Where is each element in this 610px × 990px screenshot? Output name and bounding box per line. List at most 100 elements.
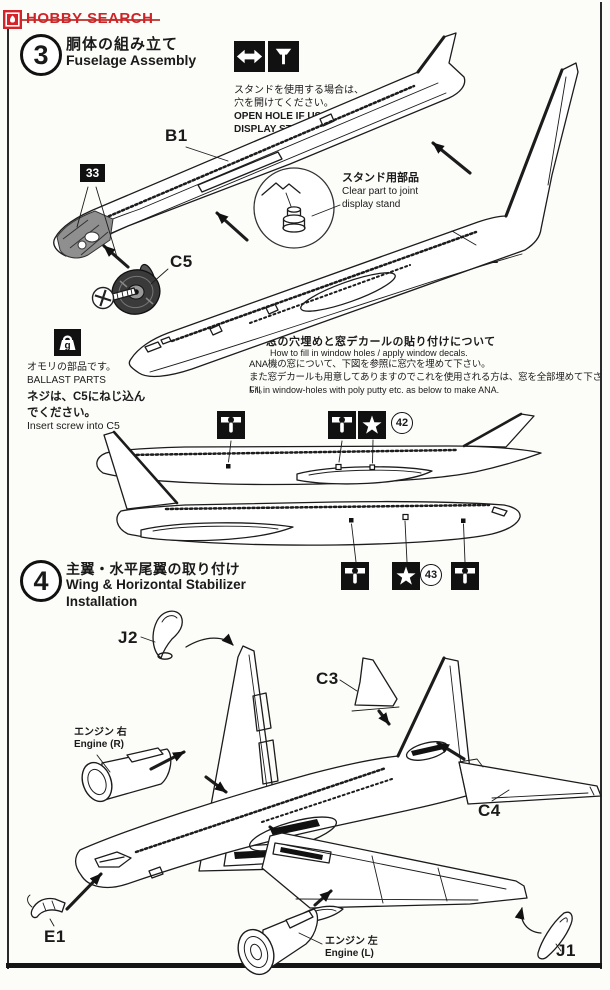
arrow-c3: [377, 709, 391, 726]
leader-b1: [185, 146, 229, 162]
stand-note-en2: DISPLAY STAND: [234, 124, 313, 135]
stand-note-jp2: 穴を開けてください。: [234, 98, 334, 109]
ballast-en1: BALLAST PARTS: [27, 375, 106, 386]
leader-c3: [339, 679, 358, 692]
fuselage-assembly-illustration: [53, 32, 579, 378]
step-4-digit: 4: [33, 565, 49, 596]
step-3-title-jp: 胴体の組み立て: [66, 36, 179, 53]
stabilizer-slot: [411, 744, 444, 756]
leader-decal-33: [76, 186, 118, 258]
engine-left-en: Engine (L): [325, 948, 374, 959]
wing-installation-illustration: [27, 610, 602, 976]
stand-note-en1: OPEN HOLE IF USE: [234, 111, 328, 122]
e1-part: [27, 894, 66, 919]
engine-left-jp: エンジン 左: [325, 936, 378, 947]
part-label-e1: E1: [44, 927, 66, 946]
window-note-jp2: また窓デカールも用意してありますのでこれを使用される方は、窓を全部埋めて下さい。: [249, 372, 602, 396]
logo-strike-line: [3, 19, 160, 21]
ballast-disc-c5: [111, 263, 161, 315]
fuselage-half-a1: [128, 62, 579, 378]
window-note-title: 窓の穴埋めと窓デカールの貼り付けについて: [266, 336, 496, 348]
window-row-profile-bottom: [164, 503, 491, 511]
star-icon: [358, 411, 386, 439]
decal-number-42: 42: [391, 412, 413, 434]
logo-text: HOBBY SEARCH: [26, 10, 154, 27]
wing-opening-a1: [300, 272, 396, 312]
step-3-number: 3: [20, 34, 62, 76]
double-arrow-glyph: [236, 49, 263, 64]
engine-right-en: Engine (R): [74, 739, 124, 750]
part-label-j1: J1: [556, 941, 576, 960]
engine-left-part: [237, 908, 319, 976]
engine-right-label: エンジン 右 Engine (R): [74, 727, 127, 751]
ballast-weight-icon: g: [54, 329, 81, 356]
leader-c4: [491, 789, 510, 802]
j2-part: [152, 610, 183, 660]
leader-j2: [140, 636, 156, 643]
part-label-c3: C3: [316, 669, 339, 688]
arrow-j2: [185, 633, 234, 648]
fuselage-profile-top: [96, 412, 542, 486]
arrow-engine-left: [313, 889, 333, 907]
wing-opening-b1: [197, 151, 283, 193]
window-row-profile-top: [125, 448, 459, 457]
ballast-jp2: ネジは、C5にねじ込ん: [27, 391, 146, 403]
window-note-en: Fill in window-holes with poly putty etc…: [249, 385, 500, 395]
fuselage-half-b1: [53, 32, 466, 259]
leader-a1: [451, 230, 477, 246]
fuselage-profile-bottom: [103, 430, 521, 563]
arrow-ballast: [102, 244, 130, 269]
step-4-title-en1: Wing & Horizontal Stabilizer: [66, 577, 246, 592]
ballast-jp1: オモリの部品です。: [27, 362, 116, 373]
page-border-right: [600, 2, 602, 969]
step-3-title-en: Fuselage Assembly: [66, 52, 197, 68]
step-4-number: 4: [20, 560, 62, 602]
page-border-left: [7, 28, 9, 969]
window-row-b1: [98, 84, 416, 222]
arrow-j1: [514, 907, 542, 934]
engine-left-label: エンジン 左 Engine (L): [325, 936, 378, 960]
arrow-left-wing: [204, 775, 228, 794]
stand-part-en2: display stand: [342, 199, 401, 210]
putty-fill-icon: [328, 411, 356, 439]
window-note-sub: How to fill in window holes / apply wind…: [270, 348, 468, 358]
stand-part-note: スタンド用部品 Clear part to joint display stan…: [342, 169, 419, 211]
stand-part-jp: スタンド用部品: [342, 172, 419, 184]
step-4-title-jp: 主翼・水平尾翼の取り付け: [66, 561, 240, 577]
part-label-j2: J2: [118, 628, 138, 647]
magnified-view-circle: [253, 167, 335, 249]
j1-part: [537, 911, 573, 960]
part-label-c4: C4: [478, 801, 501, 820]
ballast-en2: Insert screw into C5: [27, 420, 120, 432]
arrow-e1: [65, 872, 103, 911]
step-3-digit: 3: [33, 39, 49, 70]
arrow-c4: [436, 741, 466, 761]
ballast-screw: [91, 286, 137, 310]
engine-right-part: [81, 747, 172, 803]
flame-box-icon: [3, 10, 22, 29]
c4-part: [458, 758, 602, 805]
stand-part-en1: Clear part to joint: [342, 186, 419, 197]
drill-glyph: [275, 48, 292, 65]
ballast-g-letter: g: [64, 341, 70, 352]
leader-e1: [49, 918, 55, 927]
leader-c5: [150, 268, 169, 285]
leader-engine-right: [96, 754, 111, 773]
page-border-bottom: [6, 963, 602, 968]
c3-part: [351, 657, 400, 712]
engine-right-jp: エンジン 右: [74, 727, 127, 738]
decal-number-43: 43: [420, 564, 442, 586]
putty-fill-icon: [217, 411, 245, 439]
decal-number-33: 33: [80, 164, 105, 182]
stand-note-jp1: スタンドを使用する場合は、: [234, 85, 364, 96]
ballast-jp3: でください。: [27, 407, 96, 419]
arrow-engine-right: [149, 750, 186, 771]
right-wing-part: [261, 832, 528, 909]
part-label-b1: B1: [165, 126, 188, 145]
putty-fill-icon: [451, 562, 479, 590]
ballast-area: [56, 210, 114, 259]
arrow-join-nose: [215, 211, 249, 242]
window-note-jp1: ANA機の窓について、下図を参照に窓穴を埋めて下さい。: [249, 359, 491, 370]
putty-fill-icon: [341, 562, 369, 590]
